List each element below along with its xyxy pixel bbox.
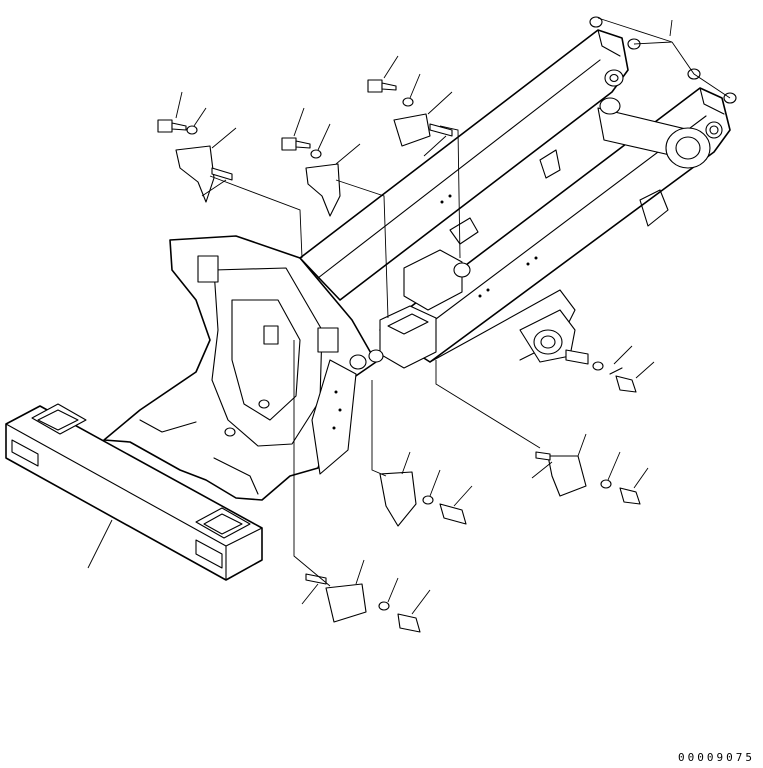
- bottom-hardware-set: [306, 574, 420, 632]
- drawing-number: 00009075: [678, 751, 755, 764]
- rear-frame: [300, 30, 730, 368]
- leader-lines: [88, 18, 730, 614]
- front-frame: [104, 236, 383, 500]
- center-lower-hardware-set: [380, 472, 466, 526]
- upper-hardware-set-1: [158, 120, 232, 202]
- upper-hardware-set-2: [282, 138, 340, 216]
- rail-holes: [440, 194, 538, 298]
- right-hardware-set: [536, 350, 640, 504]
- upper-hardware-set-3: [368, 80, 452, 146]
- bumper: [6, 404, 262, 580]
- rear-pivot-washers: [590, 17, 736, 103]
